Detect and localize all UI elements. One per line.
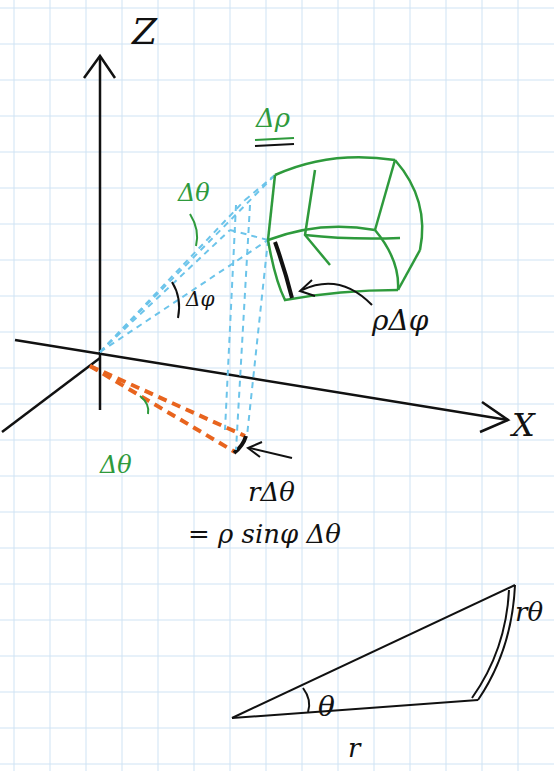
- axis-label: Z: [132, 12, 157, 52]
- y-axis: [2, 358, 100, 432]
- angle-arc: [140, 396, 148, 414]
- arrowhead: [480, 402, 508, 432]
- volume-element: [268, 157, 422, 300]
- increment-label: Δρ: [256, 104, 290, 133]
- arc-length-label: rθ: [515, 598, 543, 627]
- underline: [255, 144, 294, 146]
- projection-wedge: [90, 366, 245, 452]
- angle-arc: [190, 214, 197, 246]
- arrowhead: [248, 442, 262, 457]
- arrowhead: [84, 56, 115, 78]
- x-axis: [15, 340, 508, 420]
- arc-segment: [275, 242, 292, 298]
- construction-lines: [100, 175, 275, 450]
- angle-label: Δθ: [178, 180, 210, 206]
- angle-arc: [172, 282, 179, 318]
- axis-label: X: [512, 408, 535, 443]
- underline: [255, 138, 294, 140]
- radius-label: r: [348, 734, 360, 763]
- arc-length-label: ρΔφ: [372, 306, 428, 337]
- angle-label: Δθ: [100, 452, 132, 478]
- sector-sketch: [232, 585, 515, 718]
- angle-label: Δφ: [186, 288, 214, 310]
- arrowhead: [300, 280, 315, 296]
- formula-label: = ρ sinφ Δθ: [188, 520, 341, 549]
- arc-length-label: rΔθ: [248, 478, 295, 507]
- angle-label: θ: [318, 692, 335, 723]
